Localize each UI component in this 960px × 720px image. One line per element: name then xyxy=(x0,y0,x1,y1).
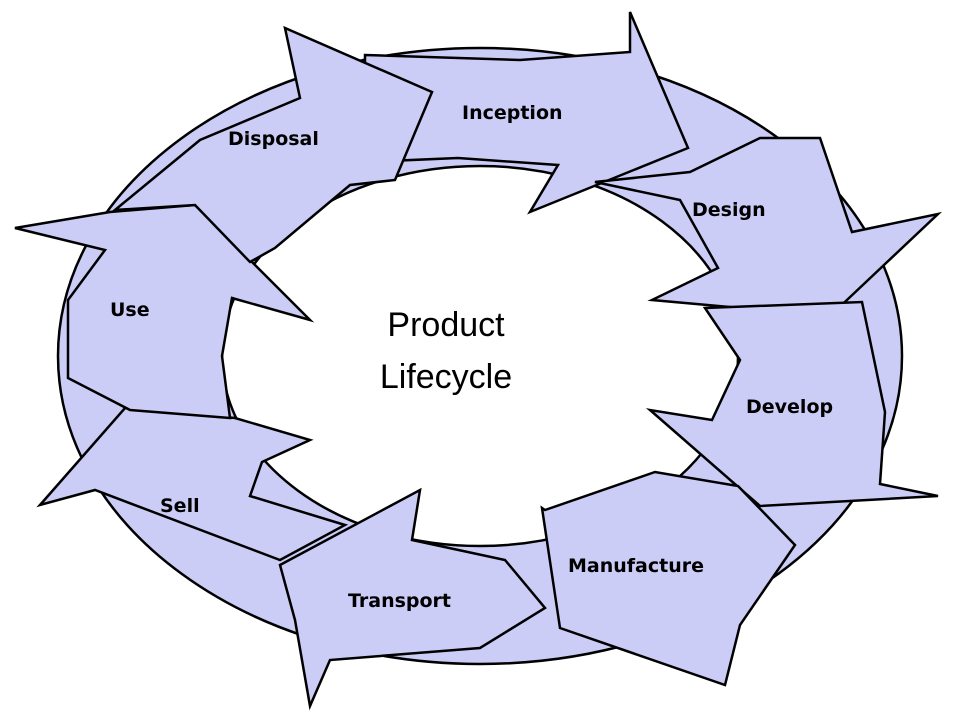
diagram-title: Product Lifecycle xyxy=(380,306,512,396)
diagram-title-line-1: Product xyxy=(387,306,505,344)
diagram-title-line-2: Lifecycle xyxy=(380,358,512,396)
stage-label-design: Design xyxy=(692,199,766,221)
stage-label-manufacture: Manufacture xyxy=(568,555,704,577)
arrow-transport xyxy=(278,487,547,711)
arrow-develop xyxy=(645,300,939,508)
stage-label-sell: Sell xyxy=(160,495,200,517)
arrow-design xyxy=(594,136,943,318)
stage-label-use: Use xyxy=(110,299,150,321)
stage-label-transport: Transport xyxy=(348,590,451,612)
stage-label-develop: Develop xyxy=(746,396,833,418)
stage-label-disposal: Disposal xyxy=(228,128,319,150)
arrow-disposal xyxy=(111,25,434,264)
arrow-manufacture xyxy=(540,470,797,687)
stage-label-inception: Inception xyxy=(462,102,563,124)
